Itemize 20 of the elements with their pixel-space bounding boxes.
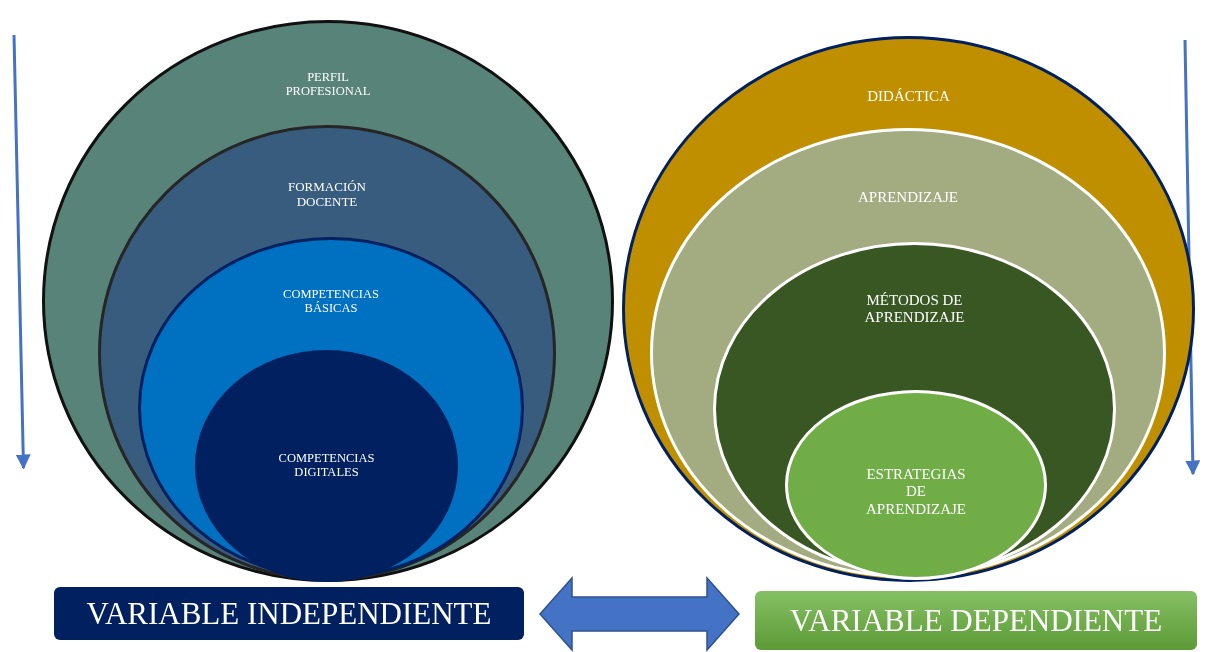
nested-circle — [650, 128, 1166, 578]
variable-label-box — [54, 587, 524, 640]
nested-circle — [98, 125, 556, 581]
variable-label-box — [755, 591, 1197, 650]
nested-circle — [622, 36, 1195, 582]
variable-title: VARIABLE DEPENDIENTE — [788, 602, 1164, 639]
circle-label: COMPETENCIAS BÁSICAS — [282, 287, 380, 316]
circle-label: COMPETENCIAS DIGITALES — [277, 451, 376, 480]
circle-label: ESTRATEGIAS DE APRENDIZAJE — [865, 466, 967, 518]
variable-title: VARIABLE INDEPENDIENTE — [85, 595, 493, 632]
nested-circle — [138, 237, 524, 579]
double-arrow — [539, 576, 740, 652]
circle-label: PERFIL PROFESIONAL — [284, 70, 372, 99]
nested-circle — [42, 20, 614, 582]
circle-label: FORMACIÓN DOCENTE — [287, 180, 367, 210]
circle-label: MÉTODOS DE APRENDIZAJE — [863, 292, 966, 327]
nested-circle — [195, 350, 458, 582]
circle-label: DIDÁCTICA — [866, 88, 951, 106]
nested-circle — [785, 390, 1047, 580]
circle-label: APRENDIZAJE — [857, 189, 959, 207]
